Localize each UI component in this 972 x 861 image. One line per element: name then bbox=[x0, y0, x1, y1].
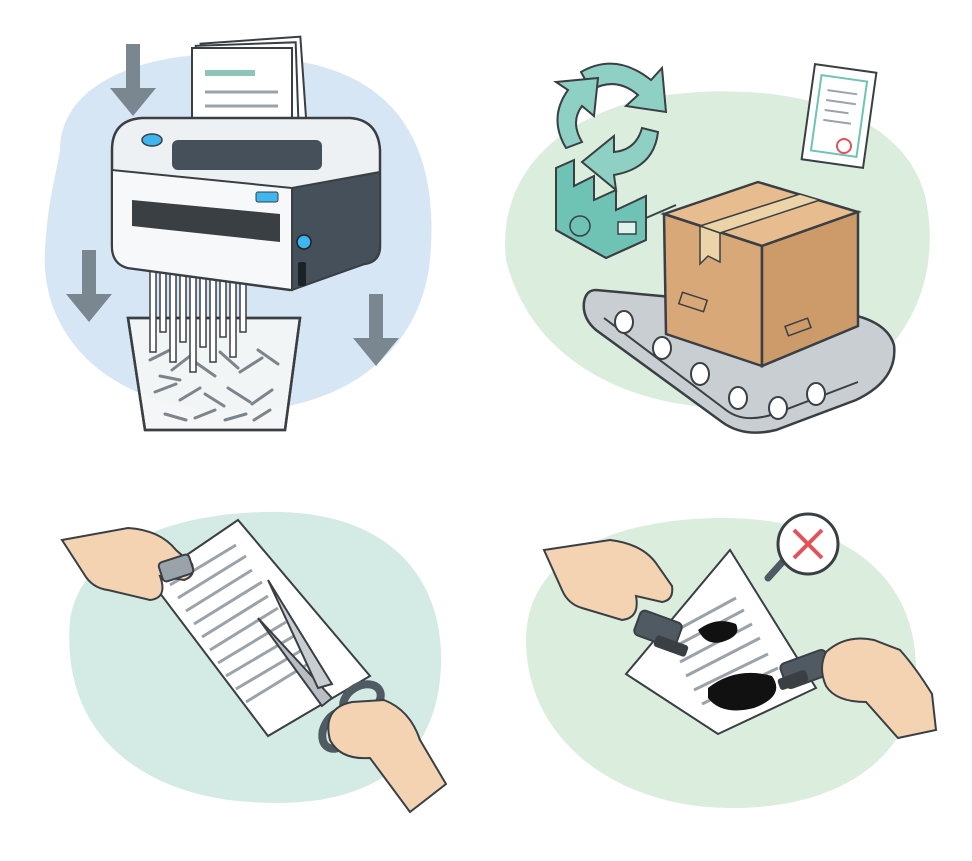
cardboard-box-icon bbox=[660, 180, 863, 368]
redaction-mark bbox=[698, 621, 738, 643]
panel-shredding bbox=[0, 0, 486, 440]
recycling-illustration bbox=[505, 62, 930, 434]
factory-icon bbox=[555, 158, 677, 260]
hand-icon bbox=[60, 526, 195, 602]
down-arrow-icon bbox=[353, 294, 399, 366]
power-button-icon bbox=[255, 191, 279, 203]
status-light bbox=[296, 234, 312, 250]
redaction-mark bbox=[708, 672, 777, 711]
magnifier-reject-icon bbox=[764, 512, 840, 582]
indicator-light bbox=[141, 133, 163, 147]
marker-icon bbox=[633, 609, 689, 657]
panel-cutting bbox=[0, 440, 486, 861]
down-arrow-icon bbox=[110, 44, 156, 116]
shredding-illustration bbox=[44, 35, 432, 432]
paper-shredder-icon bbox=[110, 116, 382, 292]
document-icon bbox=[624, 548, 818, 736]
hand-icon bbox=[327, 698, 448, 814]
hand-icon bbox=[542, 538, 674, 622]
recycle-icon bbox=[553, 62, 668, 193]
hand-icon bbox=[821, 637, 938, 740]
panel-redacting bbox=[486, 440, 972, 861]
panel-recycling bbox=[486, 0, 972, 440]
cutting-illustration bbox=[60, 511, 448, 814]
redacting-illustration bbox=[526, 512, 938, 809]
down-arrow-icon bbox=[66, 250, 112, 322]
certificate-icon bbox=[800, 63, 878, 169]
